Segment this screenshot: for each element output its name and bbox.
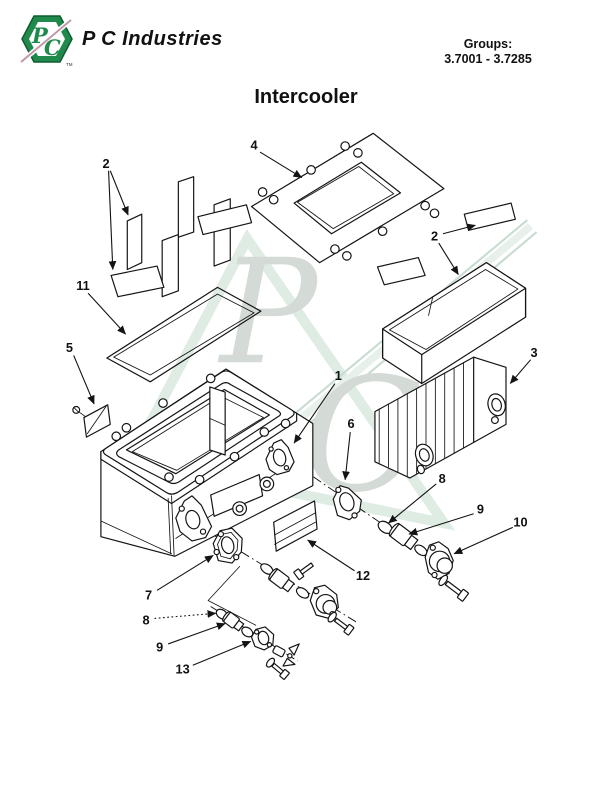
groups-range: 3.7001 - 3.7285 — [444, 52, 532, 66]
bolt-icon — [265, 657, 290, 680]
bolt-icon — [327, 611, 355, 636]
part2-strips-right — [376, 202, 516, 286]
callout-12: 12 — [356, 568, 370, 583]
callout-11: 11 — [76, 278, 89, 293]
callout-8-right: 8 — [439, 471, 446, 486]
callout-3: 3 — [531, 345, 538, 360]
logo-stripe — [20, 19, 72, 63]
part2-tray — [381, 262, 527, 385]
callout-10: 10 — [513, 514, 527, 529]
callout-4: 4 — [251, 137, 259, 152]
callouts: 2 4 2 11 5 1 6 3 8 9 10 12 — [66, 137, 538, 676]
part4-cover — [250, 132, 445, 264]
part2-strips-left — [110, 176, 253, 298]
part11-gasket — [106, 286, 262, 383]
chain-right — [332, 485, 469, 602]
bolt-icon — [293, 562, 314, 581]
callout-2-left: 2 — [102, 156, 109, 171]
logo-letter-c: C — [44, 35, 61, 60]
callout-2-right: 2 — [431, 229, 438, 244]
groups-block: Groups: 3.7001 - 3.7285 — [428, 37, 548, 67]
logo-letter-p: P — [31, 23, 49, 48]
pc-industries-logo: P C TM — [19, 15, 73, 67]
part1-housing — [100, 368, 314, 557]
callout-8-left: 8 — [142, 612, 149, 627]
housing-nameplate — [210, 473, 264, 517]
groups-label: Groups: — [463, 37, 513, 51]
company-name: P C Industries — [82, 28, 223, 50]
callout-9-right: 9 — [477, 502, 484, 517]
callout-13: 13 — [176, 662, 190, 677]
part3-core — [374, 356, 507, 479]
intercooler-exploded-diagram: P C — [66, 132, 538, 680]
watermark-letter-p: P — [217, 229, 320, 397]
callout-6: 6 — [348, 416, 355, 431]
part12-baffle — [273, 500, 318, 581]
callout-7: 7 — [145, 588, 152, 603]
callout-9-left: 9 — [156, 640, 163, 655]
page-title: Intercooler — [254, 86, 358, 108]
bolt-icon — [438, 574, 469, 602]
callout-1: 1 — [335, 368, 342, 383]
chain-bottom — [215, 608, 300, 680]
callout-5: 5 — [66, 340, 73, 355]
part5-plate — [72, 404, 111, 438]
chain-left-middle — [207, 527, 355, 636]
logo-tm: TM — [66, 62, 73, 67]
